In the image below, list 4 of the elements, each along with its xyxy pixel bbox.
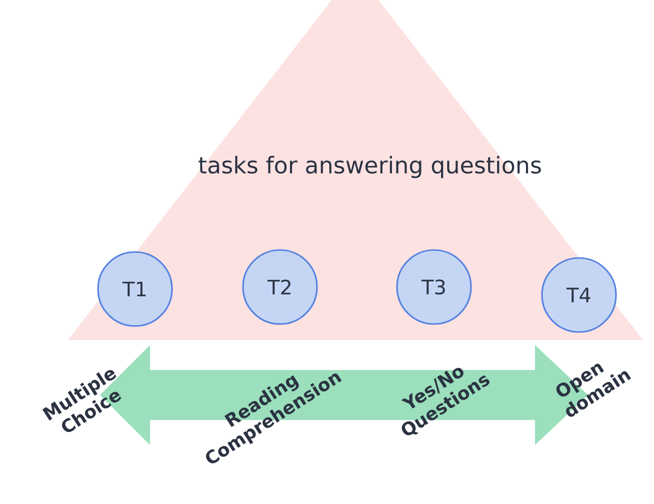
circle-node: T3 [396,249,472,325]
circle-node: T1 [97,251,173,327]
circle-node: T2 [242,249,318,325]
circle-node: T4 [541,257,617,333]
